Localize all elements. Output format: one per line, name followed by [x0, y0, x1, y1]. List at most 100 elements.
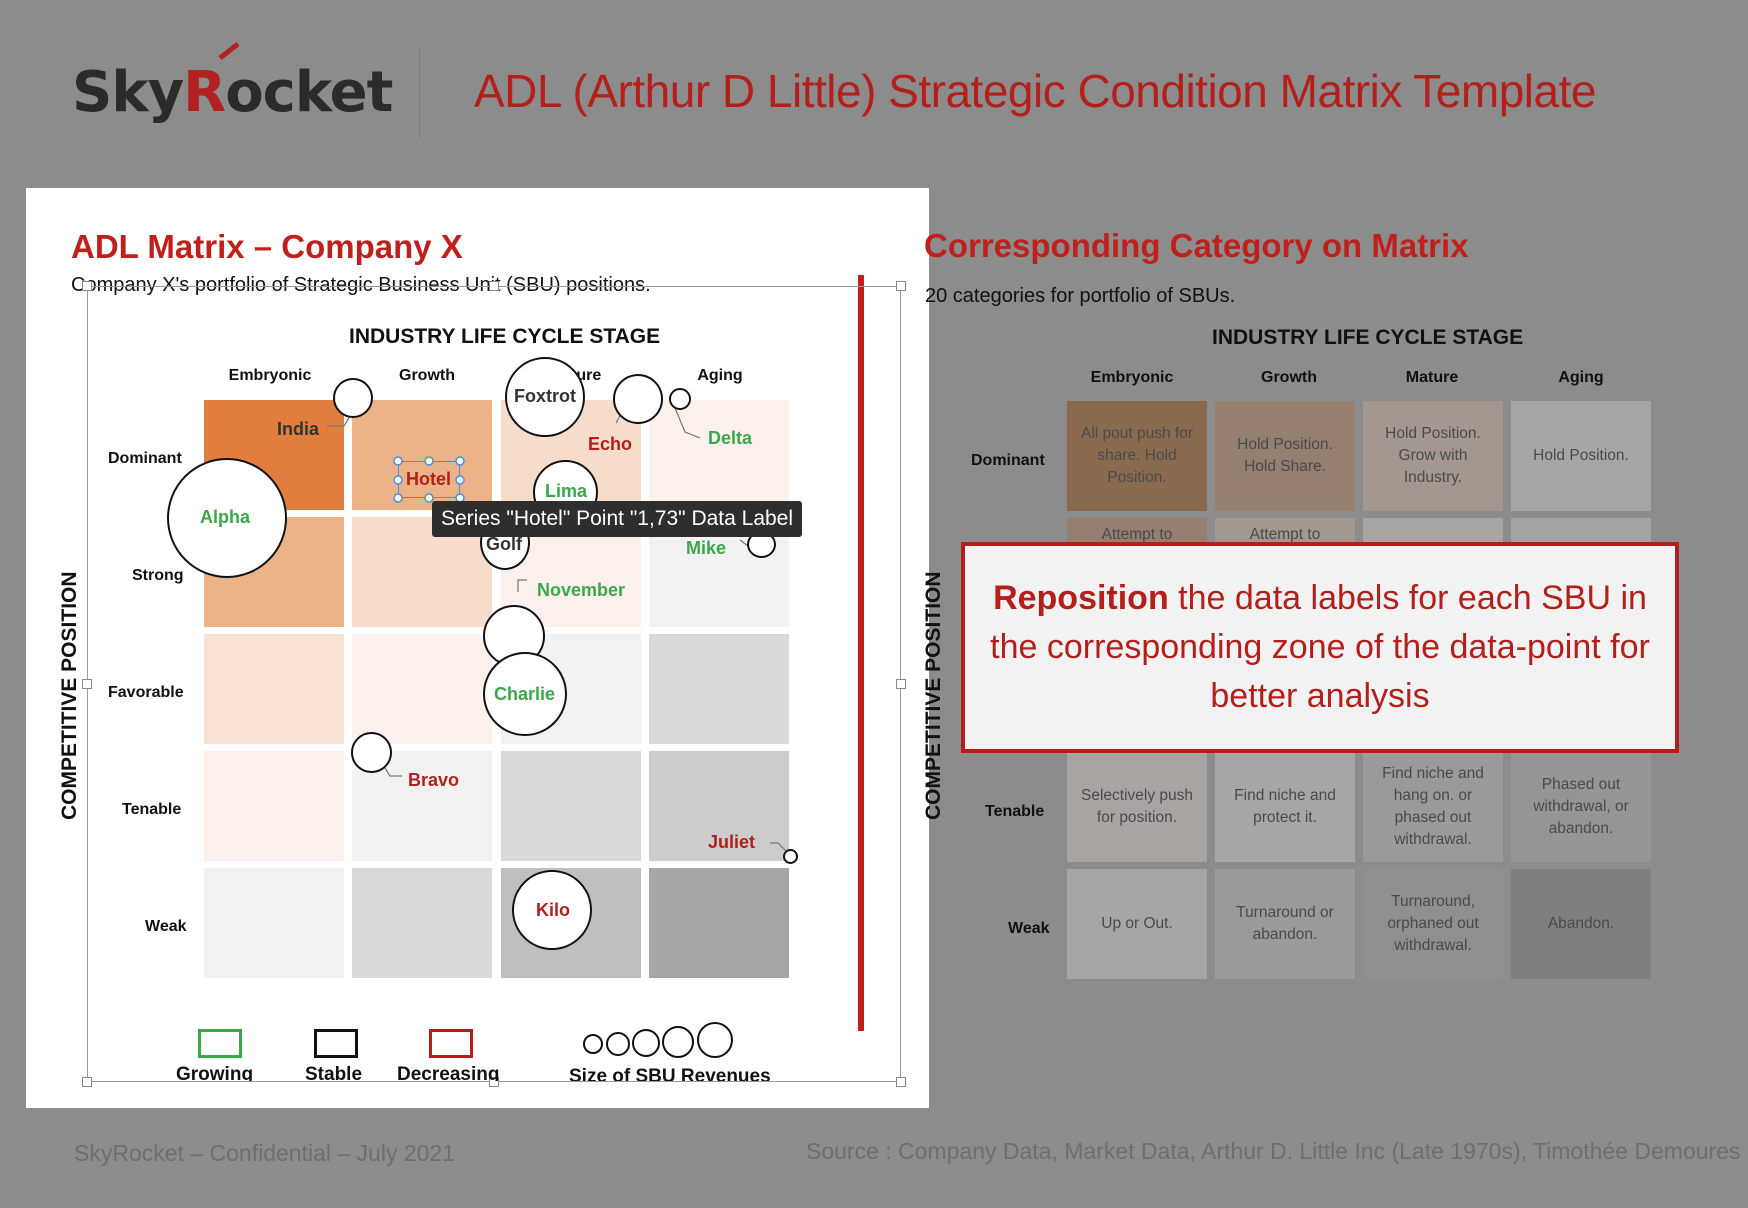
- resize-handle-mr[interactable]: [896, 679, 906, 689]
- label-kilo[interactable]: Kilo: [536, 900, 570, 920]
- resize-handle-bc[interactable]: [489, 1077, 499, 1087]
- resize-handle-ml[interactable]: [82, 679, 92, 689]
- rcell-tenable-mature: Find niche and hang on. or phased out wi…: [1363, 752, 1503, 862]
- rcell-weak-growth: Turnaround or abandon.: [1215, 869, 1355, 979]
- cell-weak-growth: [352, 868, 492, 978]
- resize-handle-tr[interactable]: [896, 281, 906, 291]
- left-col-growth: Growth: [399, 367, 455, 384]
- logo-text-r: R: [183, 60, 226, 125]
- right-top-axis-title: INDUSTRY LIFE CYCLE STAGE: [1212, 326, 1524, 349]
- label-alpha[interactable]: Alpha: [200, 507, 251, 527]
- label-delta[interactable]: Delta: [708, 428, 753, 448]
- chart-selection-frame[interactable]: [87, 286, 901, 1082]
- label-bravo[interactable]: Bravo: [408, 770, 460, 790]
- legend-stable-swatch: [314, 1029, 358, 1058]
- bubble-foxtrot[interactable]: [505, 357, 585, 437]
- cell-tenable-embryonic: [204, 751, 344, 861]
- right-side-axis-title: COMPETITIVE POSITION: [922, 571, 945, 820]
- label-echo[interactable]: Echo: [588, 434, 633, 454]
- left-matrix-title: ADL Matrix – Company X: [71, 228, 463, 265]
- legend-decreasing-label: Decreasing: [397, 1064, 500, 1081]
- bubble-alpha[interactable]: [167, 458, 287, 578]
- left-row-dominant: Dominant: [108, 450, 182, 467]
- logo-text-sky: Sky: [72, 60, 184, 125]
- label-india[interactable]: India: [277, 419, 320, 439]
- resize-handle-bl[interactable]: [82, 1077, 92, 1087]
- right-matrix-subtitle: 20 categories for portfolio of SBUs.: [925, 285, 1236, 307]
- callout-text: Reposition the data labels for each SBU …: [989, 574, 1651, 721]
- selection-handles-icon[interactable]: [390, 453, 470, 508]
- reposition-callout: Reposition the data labels for each SBU …: [961, 542, 1679, 753]
- footer-source: Source : Company Data, Market Data, Arth…: [806, 1138, 1741, 1164]
- resize-handle-tc[interactable]: [489, 281, 499, 291]
- bubble-india[interactable]: [333, 378, 373, 418]
- left-col-aging: Aging: [697, 367, 743, 384]
- cell-favorable-aging: [649, 634, 789, 744]
- rcell-dominant-aging: Hold Position.: [1511, 401, 1651, 511]
- resize-handle-tl[interactable]: [82, 281, 92, 291]
- rcell-tenable-embryonic: Selectively push for position.: [1067, 752, 1207, 862]
- right-row-weak: Weak: [1008, 920, 1050, 937]
- bubble-juliet[interactable]: [783, 849, 798, 864]
- cell-weak-embryonic: [204, 868, 344, 978]
- chart-legend: Growing Stable Decreasing Size of SBU Re…: [88, 1020, 900, 1081]
- rcell-tenable-aging: Phased out withdrawal, or abandon.: [1511, 752, 1651, 862]
- legend-growing-label: Growing: [176, 1064, 254, 1081]
- callout-bold: Reposition: [993, 579, 1169, 617]
- bubble-charlie[interactable]: [483, 652, 567, 736]
- header-divider: [419, 48, 420, 138]
- right-col-mature: Mature: [1405, 369, 1459, 386]
- skyrocket-logo: SkyRocket: [72, 60, 393, 125]
- footer-confidential: SkyRocket – Confidential – July 2021: [74, 1140, 455, 1166]
- rcell-tenable-growth: Find niche and protect it.: [1215, 752, 1355, 862]
- right-col-embryonic: Embryonic: [1090, 369, 1174, 386]
- cell-favorable-embryonic: [204, 634, 344, 744]
- label-foxtrot[interactable]: Foxtrot: [514, 386, 576, 406]
- legend-size-circles-icon: [583, 1022, 733, 1058]
- legend-decreasing-swatch: [429, 1029, 473, 1058]
- left-row-tenable: Tenable: [122, 801, 182, 818]
- label-charlie[interactable]: Charlie: [494, 684, 556, 704]
- red-divider-bar: [858, 275, 864, 1031]
- right-col-growth: Growth: [1261, 369, 1317, 386]
- page-title: ADL (Arthur D Little) Strategic Conditio…: [474, 65, 1596, 117]
- cell-weak-aging: [649, 868, 789, 978]
- label-mike[interactable]: Mike: [686, 538, 727, 558]
- left-top-axis-title: INDUSTRY LIFE CYCLE STAGE: [349, 325, 661, 348]
- cell-dominant-aging: [649, 400, 789, 510]
- right-matrix-title: Corresponding Category on Matrix: [924, 227, 1469, 264]
- cell-favorable-growth: [352, 634, 492, 744]
- right-row-dominant: Dominant: [971, 452, 1045, 469]
- rcell-weak-embryonic: Up or Out.: [1067, 869, 1207, 979]
- left-row-weak: Weak: [145, 918, 187, 935]
- right-row-tenable: Tenable: [985, 803, 1045, 820]
- left-row-favorable: Favorable: [108, 684, 184, 701]
- resize-handle-br[interactable]: [896, 1077, 906, 1087]
- rcell-dominant-mature: Hold Position. Grow with Industry.: [1363, 401, 1503, 511]
- label-juliet[interactable]: Juliet: [708, 832, 756, 852]
- left-matrix-subtitle: Company X's portfolio of Strategic Busin…: [71, 274, 651, 296]
- legend-stable-label: Stable: [305, 1064, 363, 1081]
- callout-rest: the data labels for each SBU in the corr…: [990, 579, 1650, 715]
- bubble-kilo[interactable]: [512, 870, 592, 950]
- logo-rocket-accent-icon: [218, 42, 240, 60]
- logo-text-ocket: ocket: [225, 60, 393, 125]
- cell-tenable-mature: [501, 751, 641, 861]
- right-col-aging: Aging: [1558, 369, 1604, 386]
- rcell-dominant-growth: Hold Position. Hold Share.: [1215, 401, 1355, 511]
- rcell-weak-mature: Turnaround, orphaned out withdrawal.: [1363, 869, 1503, 979]
- data-label-tooltip: Series "Hotel" Point "1,73" Data Label: [432, 501, 803, 537]
- cell-dominant-growth: [352, 400, 492, 510]
- label-lima[interactable]: Lima: [545, 481, 588, 501]
- left-col-embryonic: Embryonic: [228, 367, 312, 384]
- bubble-bravo[interactable]: [351, 732, 392, 773]
- label-hotel[interactable]: Hotel: [406, 469, 451, 489]
- legend-growing-swatch: [198, 1029, 242, 1058]
- rcell-weak-aging: Abandon.: [1511, 869, 1651, 979]
- rcell-dominant-embryonic: All pout push for share. Hold Position.: [1067, 401, 1207, 511]
- bubble-echo[interactable]: [613, 374, 663, 424]
- label-november[interactable]: November: [537, 580, 626, 600]
- bubble-delta[interactable]: [669, 388, 691, 410]
- label-golf[interactable]: Golf: [486, 534, 522, 554]
- cell-tenable-aging: [649, 751, 789, 861]
